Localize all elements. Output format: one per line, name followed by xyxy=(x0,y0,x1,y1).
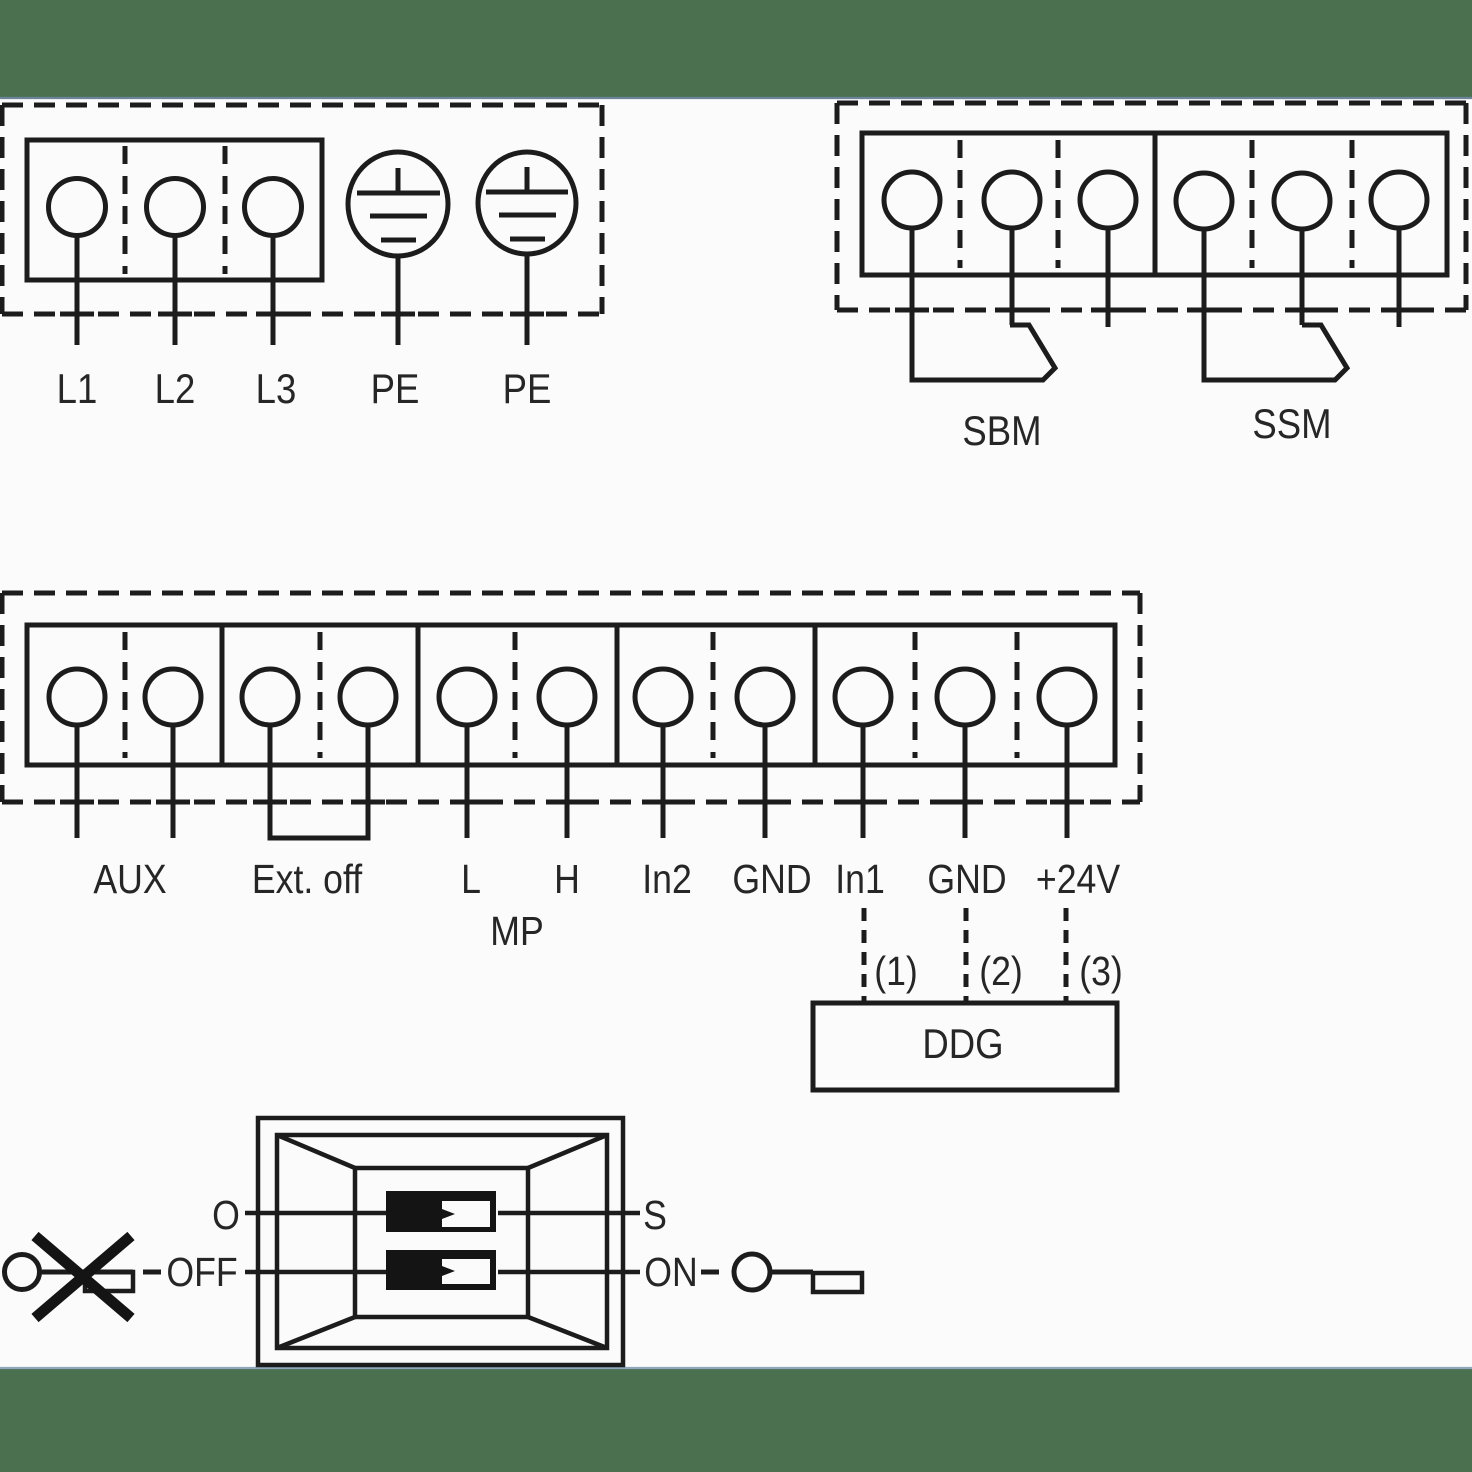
dip-switch-section: O OFF S ON xyxy=(2,1115,865,1368)
dip-outer-frame xyxy=(255,1115,626,1368)
control-label-h: H xyxy=(554,857,580,903)
control-label-in2: In2 xyxy=(642,857,692,903)
terminal-label-l1: L1 xyxy=(57,366,98,413)
terminal-separators xyxy=(122,632,1020,758)
key-symbol-allowed xyxy=(701,1251,865,1295)
power-dashed-enclosure xyxy=(0,102,605,317)
relay-label-sbm: SBM xyxy=(962,408,1041,455)
terminal-wires xyxy=(74,235,276,345)
earth-icon xyxy=(357,168,440,243)
control-terminal-block xyxy=(24,622,1118,768)
dip-perspective-lines xyxy=(276,1132,608,1351)
control-label-aux: AUX xyxy=(93,857,166,903)
control-terminal-section: AUX Ext. off L H In2 GND In1 GND +24V MP xyxy=(0,590,1143,955)
dip-slider-1 xyxy=(386,1191,496,1232)
dip-slider-2 xyxy=(386,1250,496,1290)
terminal-label-l3: L3 xyxy=(256,366,297,413)
dip-inner-frame xyxy=(274,1132,610,1351)
power-terminal-section: L1 L2 L3 PE PE xyxy=(0,102,605,413)
dip-label-off: OFF xyxy=(166,1250,237,1296)
ddg-box xyxy=(810,1000,1120,1093)
terminal-wires xyxy=(74,725,1070,838)
sensor-wire-label-3: (3) xyxy=(1079,949,1123,995)
earth-icon xyxy=(486,167,568,242)
control-label-24v: +24V xyxy=(1036,857,1121,903)
ddg-sensor-section: (1) (2) (3) DDG xyxy=(810,908,1123,1093)
terminal-label-l2: L2 xyxy=(155,366,196,413)
dip-label-s: S xyxy=(643,1193,667,1239)
relay-dashed-enclosure xyxy=(834,100,1469,313)
dip-label-o: O xyxy=(212,1193,240,1239)
dip-lead-lines xyxy=(245,1210,640,1275)
control-label-l: L xyxy=(461,857,481,903)
sensor-wire-label-1: (1) xyxy=(874,949,918,995)
control-label-mp: MP xyxy=(490,909,543,955)
terminal-label-pe2: PE xyxy=(503,366,552,413)
dip-front-face xyxy=(352,1165,531,1320)
dip-label-on: ON xyxy=(644,1250,697,1296)
key-symbol-disallowed xyxy=(2,1231,161,1323)
sensor-wires-dashed xyxy=(861,908,1069,1003)
relay-label-ssm: SSM xyxy=(1252,401,1331,448)
terminal-label-pe1: PE xyxy=(371,366,420,413)
control-label-in1: In1 xyxy=(835,857,885,903)
control-label-gnd1: GND xyxy=(732,857,811,903)
pe-terminal-1 xyxy=(345,149,451,345)
control-label-ext-off: Ext. off xyxy=(252,857,363,903)
sensor-wire-label-2: (2) xyxy=(979,949,1023,995)
pe-terminal-2 xyxy=(475,149,579,345)
ddg-label: DDG xyxy=(922,1021,1003,1068)
relay-output-section: SBM SSM xyxy=(834,100,1469,455)
ext-off-jumper xyxy=(267,725,371,841)
control-label-gnd2: GND xyxy=(927,857,1006,903)
cross-out-icon xyxy=(31,1231,135,1323)
block-dividers xyxy=(219,625,818,765)
